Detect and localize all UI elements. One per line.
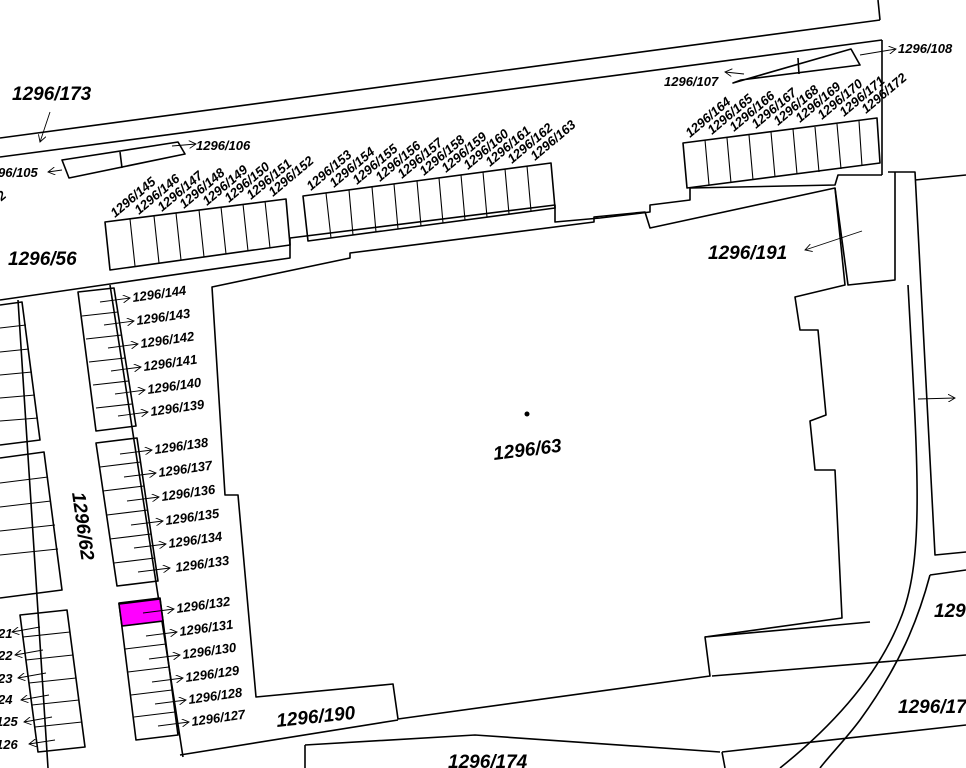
road-bottom	[179, 719, 721, 768]
label-arrows	[12, 49, 955, 744]
garage-column-left-upper	[0, 301, 41, 446]
svg-text:24: 24	[0, 692, 13, 707]
label-1296-105: 96/105	[0, 165, 39, 180]
label-02: 02	[0, 187, 10, 208]
svg-text:1296/140: 1296/140	[146, 374, 203, 397]
label-129-right: 129	[934, 601, 966, 622]
garage-row-top-right	[682, 117, 881, 189]
parcel-right-edge	[888, 171, 966, 556]
svg-text:1296/139: 1296/139	[149, 396, 206, 419]
labels-column-c: 1296/132 1296/131 1296/130 1296/129 1296…	[175, 593, 247, 729]
highlighted-parcel-1296-132[interactable]	[118, 598, 164, 627]
label-1296-191: 1296/191	[708, 243, 787, 264]
road-bottom-right	[704, 621, 966, 768]
parcel-1296-63	[211, 187, 846, 720]
label-1296-173: 1296/173	[12, 84, 92, 105]
svg-text:1296/134: 1296/134	[167, 528, 224, 551]
svg-text:23: 23	[0, 671, 13, 686]
road-curve-outer	[779, 284, 918, 768]
parcel-105-106	[61, 141, 186, 179]
svg-text:1296/136: 1296/136	[160, 481, 217, 504]
parcel-centroid-dot	[524, 411, 530, 417]
svg-text:1296/129: 1296/129	[184, 662, 241, 685]
parcel-right-strip	[834, 172, 896, 286]
garage-column-a	[77, 287, 137, 432]
svg-text:1296/131: 1296/131	[178, 617, 234, 639]
road-lower-edge	[0, 39, 883, 158]
svg-text:1296/138: 1296/138	[153, 434, 210, 457]
corner-edge-top-right	[877, 0, 883, 175]
label-1296-17: 1296/17	[898, 697, 966, 718]
labels-column-b: 1296/138 1296/137 1296/136 1296/135 1296…	[153, 434, 231, 575]
labels-row-top-mid: 1296/153 1296/154 1296/155 1296/156 1296…	[303, 116, 579, 193]
label-1296-190: 1296/190	[275, 703, 356, 732]
labels-column-a: 1296/144 1296/143 1296/142 1296/141 1296…	[131, 282, 206, 419]
label-1296-56: 1296/56	[8, 249, 77, 270]
garage-column-left-lower	[19, 609, 86, 753]
svg-text:1296/132: 1296/132	[175, 593, 232, 616]
svg-text:125: 125	[0, 714, 18, 729]
parcel-107-108	[732, 48, 861, 84]
svg-text:1296/144: 1296/144	[131, 282, 188, 305]
svg-text:21: 21	[0, 626, 12, 641]
road-upper-edge	[0, 19, 881, 139]
label-1296-108: 1296/108	[898, 41, 953, 56]
svg-text:1296/137: 1296/137	[157, 457, 214, 480]
label-1296-63: 1296/63	[492, 436, 563, 465]
label-1296-174: 1296/174	[448, 752, 528, 768]
svg-text:1296/133: 1296/133	[174, 552, 231, 575]
svg-text:1296/135: 1296/135	[164, 505, 221, 528]
garage-column-left-mid	[0, 451, 63, 599]
label-1296-107: 1296/107	[664, 74, 719, 89]
garage-row-top-left	[104, 198, 291, 271]
svg-text:1296/142: 1296/142	[139, 328, 196, 351]
svg-text:1296/127: 1296/127	[190, 706, 247, 729]
garage-row-top-mid	[302, 162, 556, 242]
svg-text:1296/143: 1296/143	[135, 305, 192, 328]
garage-column-b	[95, 437, 159, 587]
svg-text:1296/130: 1296/130	[181, 639, 238, 662]
label-1296-62: 1296/62	[67, 491, 97, 562]
svg-text:22: 22	[0, 648, 13, 663]
labels-left-edge: 21 22 23 24 125 126	[0, 626, 18, 752]
label-1296-106: 1296/106	[196, 138, 251, 153]
parcel-right-inner	[914, 174, 966, 181]
block-boundary	[0, 174, 882, 301]
svg-text:1296/141: 1296/141	[142, 352, 198, 374]
labels-row-top-left: 1296/145 1296/146 1296/147 1296/148 1296…	[107, 152, 317, 220]
svg-text:1296/128: 1296/128	[187, 684, 244, 707]
svg-text:126: 126	[0, 737, 18, 752]
